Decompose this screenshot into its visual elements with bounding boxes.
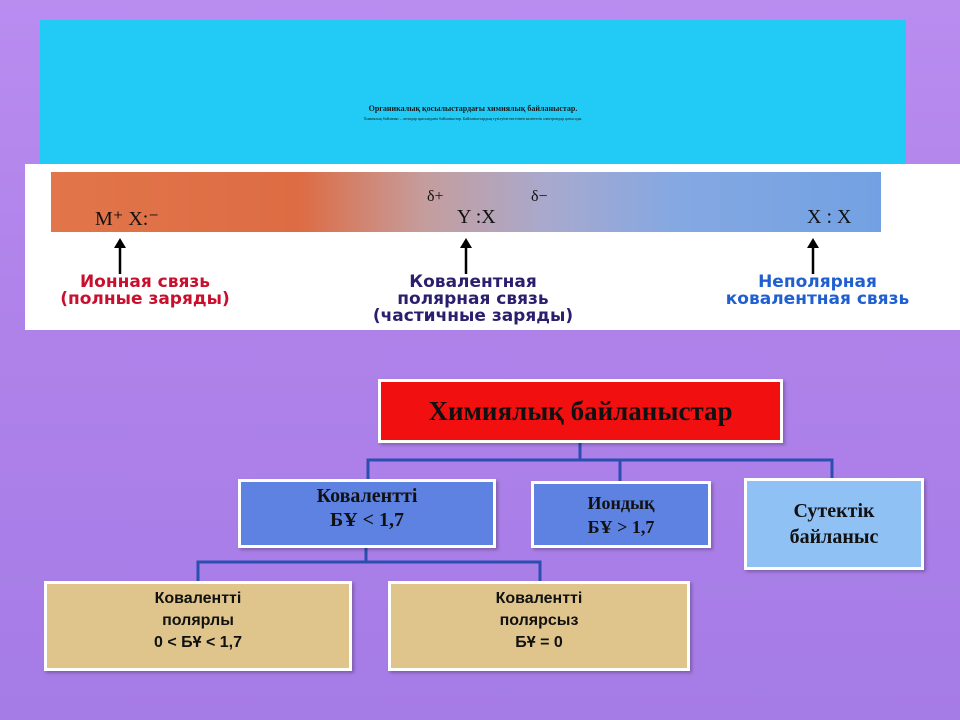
chemical-bonds-root-node: Химиялық байланыстар	[378, 379, 783, 443]
ionic-bond-label: Ионная связь (полные заряды)	[60, 272, 230, 309]
slide-subtitle: Химиялық байланыс – атомдар арасындағы б…	[363, 116, 583, 121]
nonpolar-covalent-label: Неполярная ковалентная связь	[725, 272, 910, 309]
bond-scale-panel: M⁺ X:⁻ δ+ Y :X δ− X : X Ионная связь (по…	[25, 164, 960, 330]
polar-covalent-label: Ковалентная полярная связь (частичные за…	[372, 272, 574, 326]
ionic-node: Иондық БҰ > 1,7	[531, 481, 711, 548]
covalent-nonpolar-node: Коваленттi полярсыз БҰ = 0	[388, 581, 690, 671]
delta-minus-label: δ−	[531, 188, 548, 205]
hydrogen-bond-node: Сутектік байланыс	[744, 478, 924, 570]
delta-plus-label: δ+	[427, 188, 444, 205]
nonpolar-formula: X : X	[807, 206, 852, 228]
pointer-arrows	[114, 238, 819, 274]
title-banner: Органикалық қосылыстардағы химиялық байл…	[40, 20, 906, 165]
polar-formula: Y :X	[457, 206, 496, 228]
covalent-node: Коваленттi БҰ < 1,7	[238, 479, 496, 548]
electronegativity-gradient-bar: M⁺ X:⁻ δ+ Y :X δ− X : X	[51, 172, 881, 232]
slide-title: Органикалық қосылыстардағы химиялық байл…	[368, 104, 578, 113]
covalent-polar-node: Коваленттi полярлы 0 < БҰ < 1,7	[44, 581, 352, 671]
ionic-formula: M⁺ X:⁻	[95, 208, 159, 230]
